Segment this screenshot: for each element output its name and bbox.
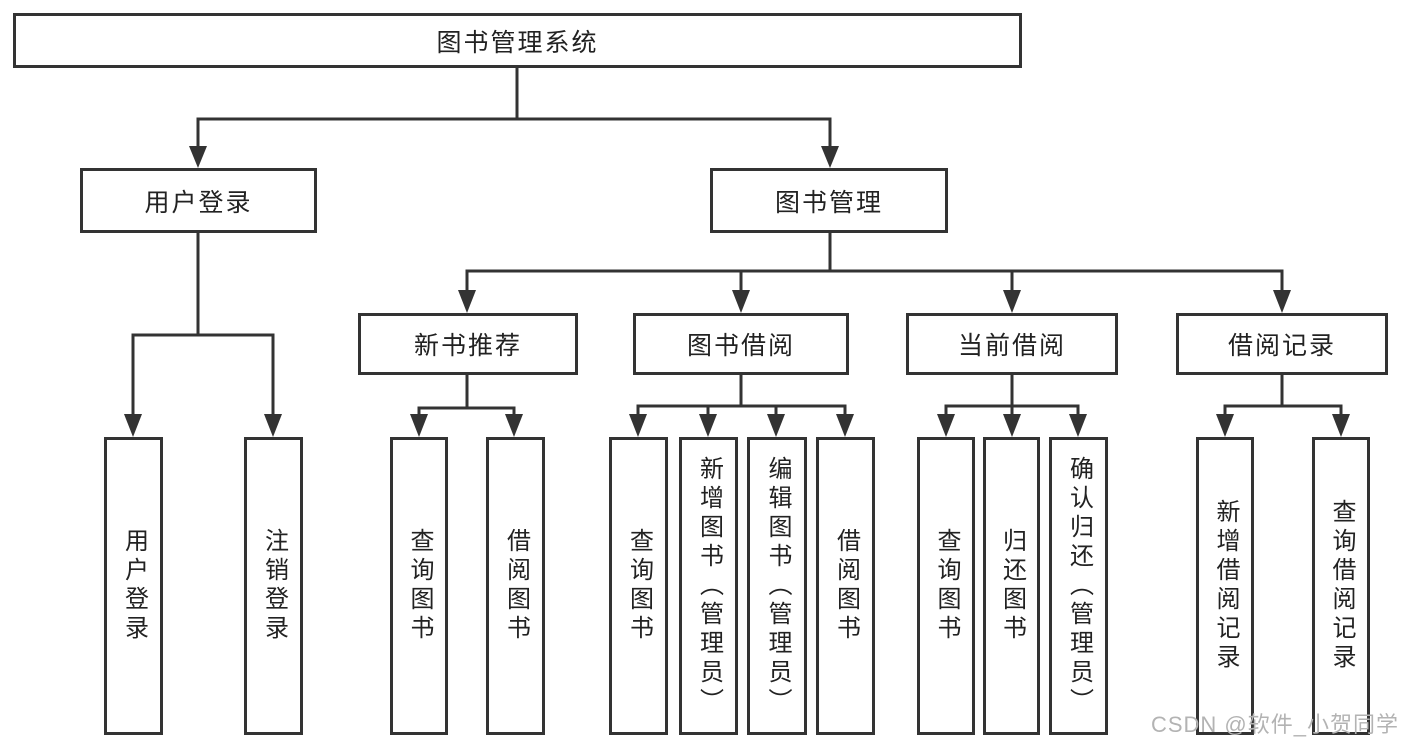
leaf-nbr-query-books-label: 查询图书 [406, 528, 433, 644]
leaf-logout: 注销登录 [244, 437, 303, 735]
node-borrow-records: 借阅记录 [1176, 313, 1388, 375]
node-root: 图书管理系统 [13, 13, 1022, 68]
leaf-cb-return-books-label: 归还图书 [998, 528, 1026, 644]
leaf-bb-add-books-admin-label: 新增图书（管理员） [695, 455, 723, 717]
leaf-nbr-query-books: 查询图书 [390, 437, 448, 735]
leaf-bb-query-books-label: 查询图书 [625, 528, 653, 644]
node-user-login: 用户登录 [80, 168, 317, 233]
leaf-cb-return-books: 归还图书 [983, 437, 1040, 735]
leaf-user-login: 用户登录 [104, 437, 163, 735]
node-current-borrow: 当前借阅 [906, 313, 1118, 375]
leaf-nbr-borrow-books: 借阅图书 [486, 437, 545, 735]
leaf-br-add-record: 新增借阅记录 [1196, 437, 1254, 735]
leaf-bb-borrow-books: 借阅图书 [816, 437, 875, 735]
csdn-watermark: CSDN @软件_小贺同学 [1150, 712, 1399, 737]
leaf-bb-add-books-admin: 新增图书（管理员） [679, 437, 738, 735]
leaf-cb-confirm-return-admin-label: 确认归还（管理员） [1065, 455, 1093, 717]
node-user-login-label: 用户登录 [144, 188, 253, 217]
leaf-bb-borrow-books-label: 借阅图书 [832, 528, 860, 644]
leaf-cb-confirm-return-admin: 确认归还（管理员） [1049, 437, 1108, 735]
leaf-nbr-borrow-books-label: 借阅图书 [502, 528, 530, 644]
leaf-user-login-label: 用户登录 [120, 528, 148, 644]
leaf-br-query-record-label: 查询借阅记录 [1328, 499, 1355, 673]
leaf-cb-query-books: 查询图书 [917, 437, 975, 735]
node-new-book-recommend: 新书推荐 [358, 313, 578, 375]
leaf-logout-label: 注销登录 [260, 528, 288, 644]
node-book-borrow: 图书借阅 [633, 313, 849, 375]
leaf-br-query-record: 查询借阅记录 [1312, 437, 1370, 735]
leaf-bb-edit-books-admin: 编辑图书（管理员） [747, 437, 807, 735]
leaf-br-add-record-label: 新增借阅记录 [1212, 499, 1239, 673]
node-current-borrow-label: 当前借阅 [957, 332, 1066, 360]
leaf-bb-query-books: 查询图书 [609, 437, 668, 735]
leaf-bb-edit-books-admin-label: 编辑图书（管理员） [764, 455, 791, 717]
node-borrow-records-label: 借阅记录 [1227, 332, 1336, 360]
node-book-management: 图书管理 [710, 168, 948, 233]
node-book-borrow-label: 图书借阅 [686, 332, 795, 360]
leaf-cb-query-books-label: 查询图书 [933, 528, 960, 644]
node-new-book-recommend-label: 新书推荐 [413, 332, 522, 360]
node-root-label: 图书管理系统 [436, 28, 599, 57]
node-book-management-label: 图书管理 [774, 188, 883, 217]
